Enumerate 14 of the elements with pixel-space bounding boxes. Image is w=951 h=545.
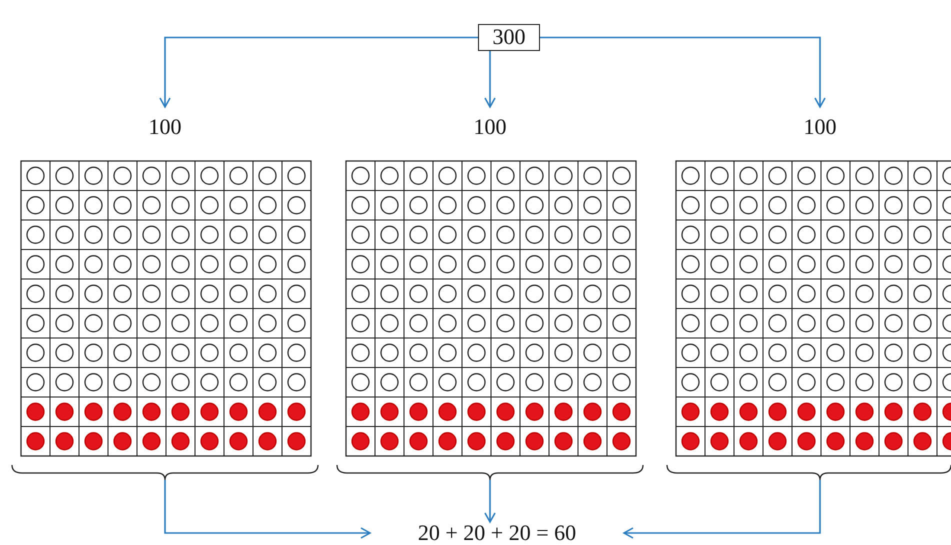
arrow: [164, 480, 371, 539]
number-label: 100: [460, 113, 520, 141]
equation-text: 20 + 20 + 20 = 60: [372, 518, 622, 545]
arrow: [159, 36, 478, 108]
counter-grid-drawing: [345, 160, 637, 457]
counter-grid-drawing: [20, 160, 312, 457]
number-label: 100: [135, 113, 195, 141]
arrow: [540, 36, 826, 108]
number-box: 300: [478, 24, 540, 51]
arrow: [484, 480, 496, 523]
counter-grid-drawing: [675, 160, 951, 457]
arrow: [623, 480, 821, 539]
arrow: [484, 51, 496, 108]
number-label: 100: [790, 113, 850, 141]
